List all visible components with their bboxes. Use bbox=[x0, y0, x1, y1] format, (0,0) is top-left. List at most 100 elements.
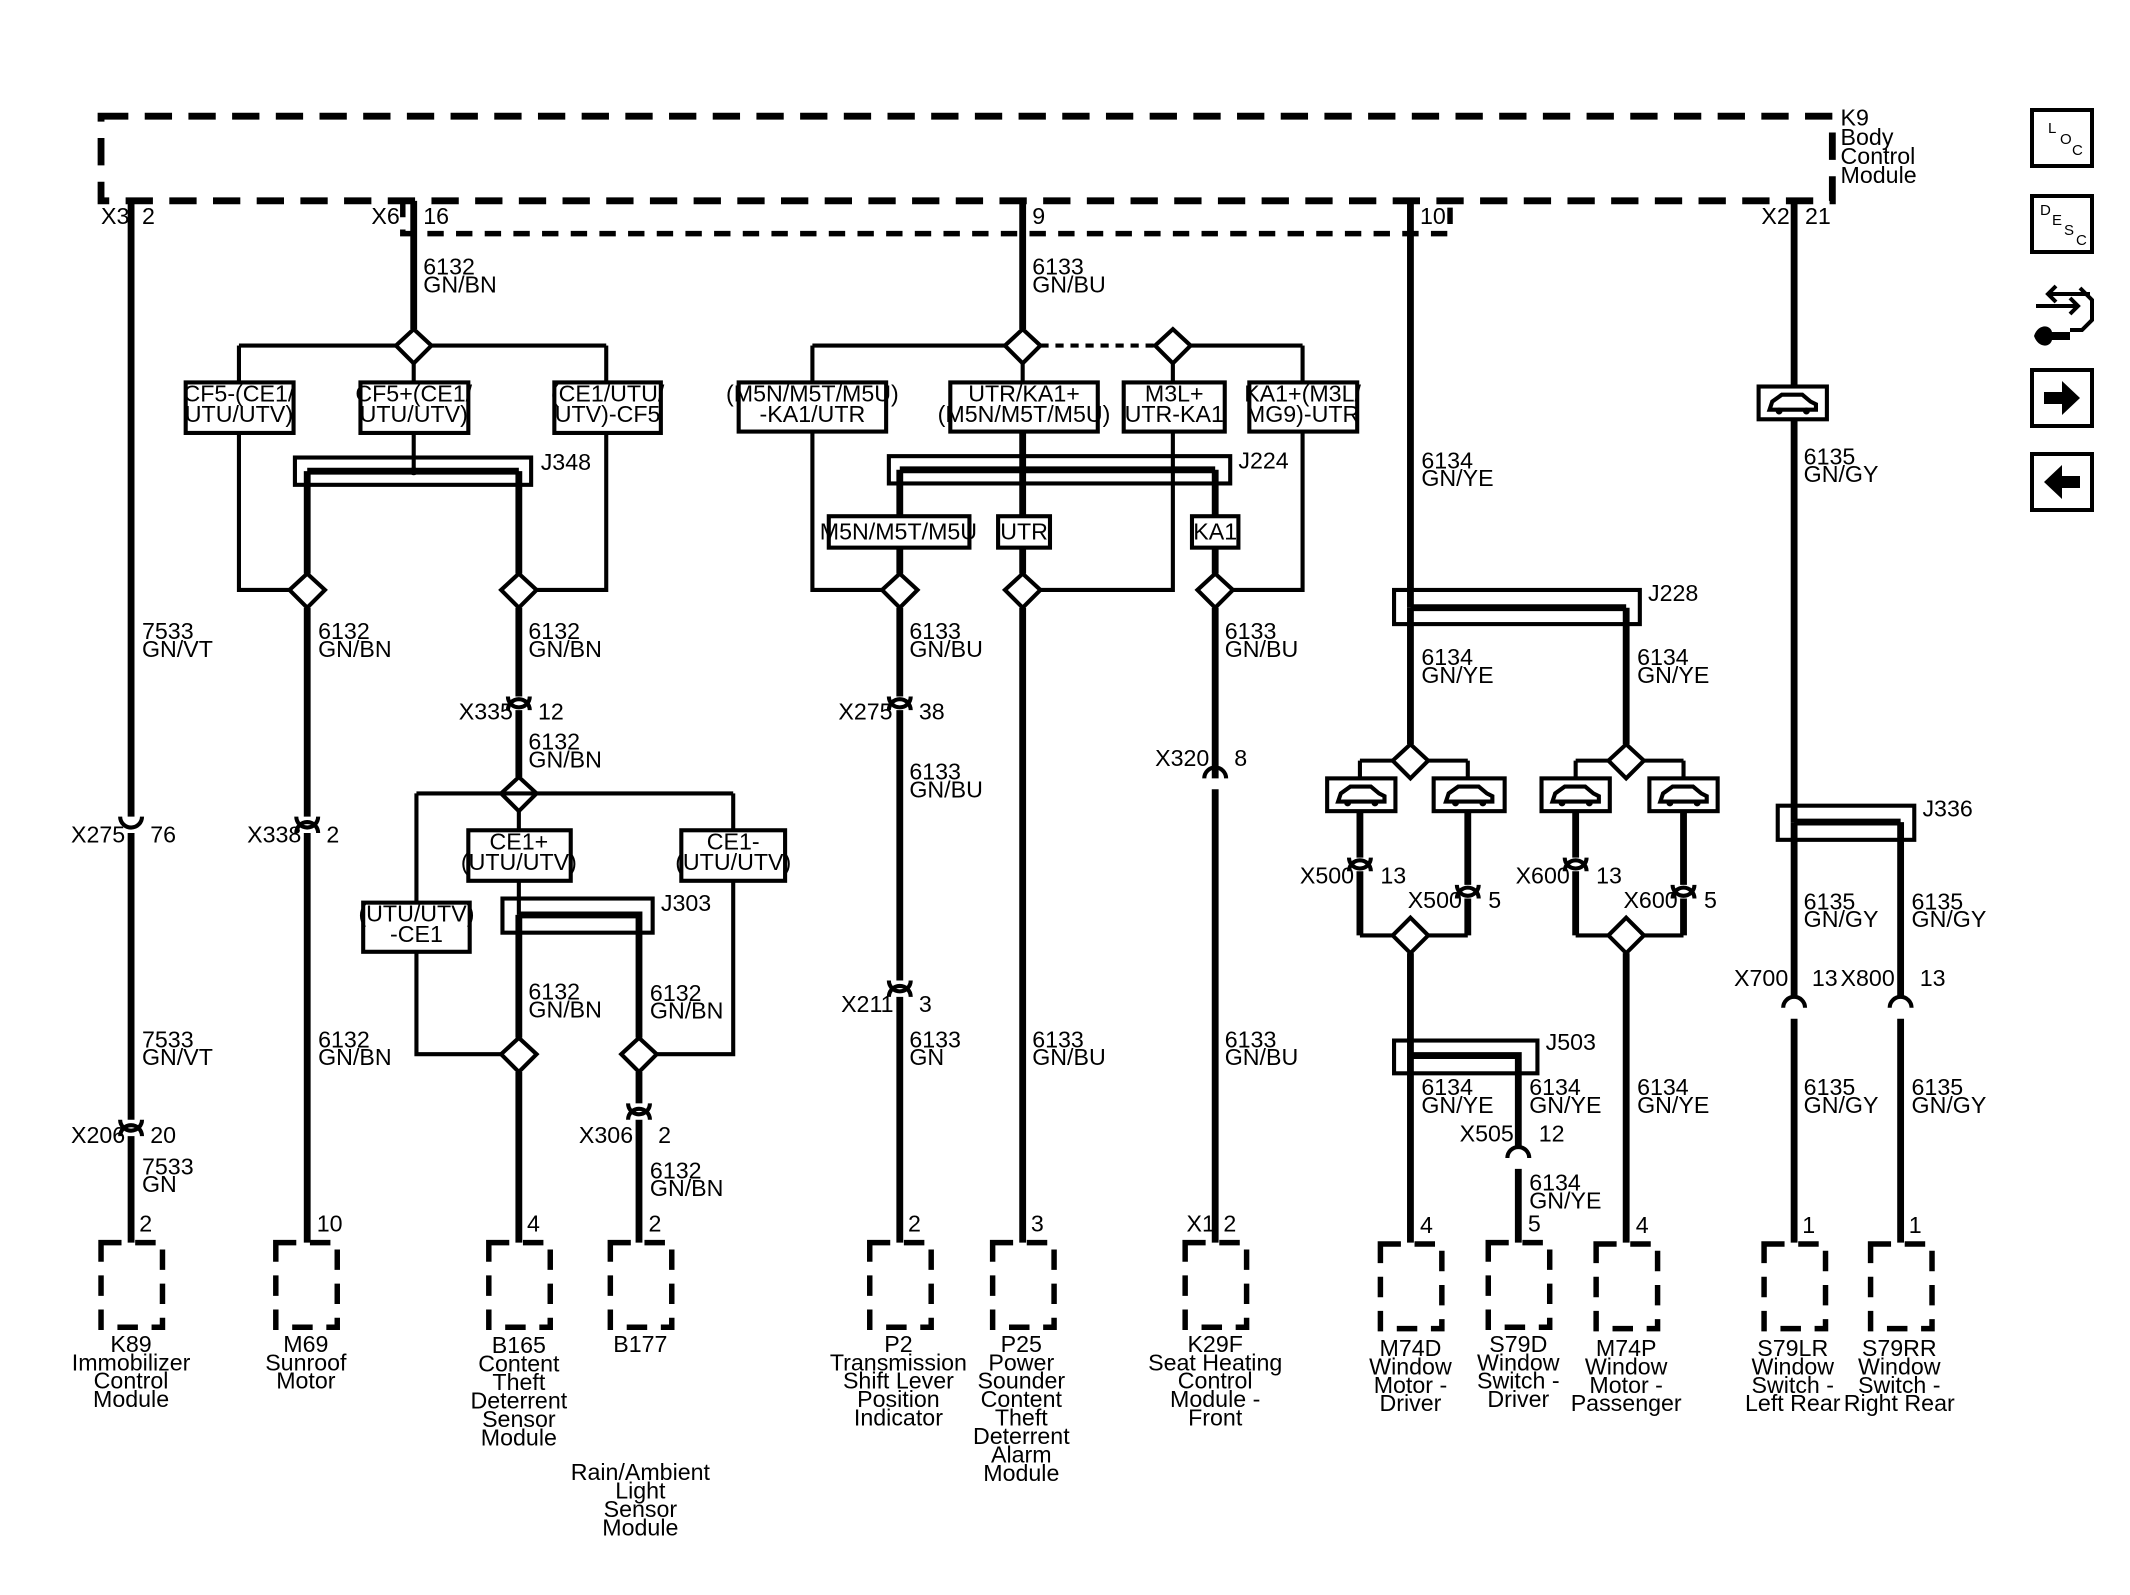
component-description: Passenger bbox=[1571, 1390, 1682, 1416]
component-description: Light bbox=[615, 1478, 666, 1504]
wire-color: GN/BU bbox=[909, 776, 982, 802]
component-description: Motor - bbox=[1374, 1372, 1447, 1398]
wire-color: GN/VT bbox=[142, 1044, 213, 1070]
component-description: Deterrent bbox=[973, 1423, 1070, 1449]
component-box-s79lr bbox=[1761, 1241, 1829, 1332]
component-id: B177 bbox=[613, 1331, 667, 1357]
wire-color: GN/BN bbox=[528, 636, 601, 662]
pin-label: 20 bbox=[150, 1122, 176, 1148]
component-description: Motor bbox=[276, 1368, 336, 1394]
option-text: M5N/M5T/M5U bbox=[820, 518, 977, 544]
wire-id: 6132 bbox=[650, 1157, 702, 1183]
wire-color: GN/YE bbox=[1421, 662, 1493, 688]
wire-color: GN/BU bbox=[1225, 636, 1298, 662]
option-text: UTV)-CF5 bbox=[555, 401, 661, 427]
splice-diamond bbox=[498, 1035, 540, 1075]
component-id: S79D bbox=[1489, 1331, 1547, 1357]
component-description: Module bbox=[481, 1424, 557, 1450]
component-description: Motor - bbox=[1589, 1372, 1662, 1398]
component-id: P2 bbox=[884, 1331, 912, 1357]
option-text: -CE1 bbox=[390, 921, 443, 947]
location-button[interactable]: L O C bbox=[2030, 108, 2094, 168]
component-id: B165 bbox=[492, 1332, 546, 1358]
splice-diamond bbox=[1001, 326, 1044, 367]
loc-letter: C bbox=[2072, 142, 2083, 159]
component-description: Position bbox=[857, 1386, 940, 1412]
pin-label: 3 bbox=[1031, 1211, 1044, 1237]
pin-label: 8 bbox=[1234, 745, 1247, 771]
component-description: Driver bbox=[1487, 1386, 1549, 1412]
pin-label: 4 bbox=[527, 1211, 540, 1237]
component-description: Theft bbox=[995, 1405, 1048, 1431]
component-description: Shift Lever bbox=[843, 1368, 954, 1394]
pin-label: 5 bbox=[1528, 1211, 1541, 1237]
description-button[interactable]: D E S C bbox=[2030, 194, 2094, 254]
wire-color: GN/BN bbox=[318, 636, 391, 662]
connector-label: X306 bbox=[579, 1122, 633, 1148]
pin-label: 2 bbox=[326, 822, 339, 848]
wire-color: GN/BN bbox=[423, 271, 496, 297]
wire-color: GN/BN bbox=[528, 996, 601, 1022]
wire-id: 6135 bbox=[1912, 1074, 1964, 1100]
splice-pack-j303 bbox=[500, 896, 655, 935]
k9-module-name: K9 bbox=[1841, 105, 1869, 131]
k9-internal-link bbox=[400, 200, 1453, 237]
wire-color: GN/BU bbox=[909, 636, 982, 662]
wire-id: 6134 bbox=[1421, 644, 1473, 670]
splice-pack-j224 bbox=[886, 454, 1233, 486]
wire-color: GN/BU bbox=[1225, 1044, 1298, 1070]
component-box-k89 bbox=[98, 1239, 166, 1331]
pin-label: 13 bbox=[1920, 965, 1946, 991]
pin-label: 12 bbox=[538, 699, 564, 725]
splice-diamond bbox=[498, 570, 540, 611]
connector-label: X505 bbox=[1460, 1121, 1514, 1147]
splice-pack-label: J348 bbox=[541, 449, 591, 475]
component-description: Module - bbox=[1170, 1386, 1260, 1412]
component-description: Module bbox=[602, 1514, 678, 1540]
pin-label: 3 bbox=[919, 991, 932, 1017]
component-box-m74d bbox=[1377, 1241, 1445, 1332]
component-description: Immobilizer bbox=[72, 1349, 191, 1375]
component-id: M69 bbox=[283, 1331, 328, 1357]
wire-id: 6133 bbox=[1225, 618, 1277, 644]
connector-label: X1 bbox=[1187, 1211, 1215, 1237]
wire-color: GN/GY bbox=[1804, 906, 1879, 932]
wire-id: 6132 bbox=[528, 729, 580, 755]
pin-label: 13 bbox=[1380, 863, 1406, 889]
previous-page-button[interactable] bbox=[2030, 452, 2094, 512]
wire-id: 6133 bbox=[1225, 1026, 1277, 1052]
splice-diamond bbox=[1194, 570, 1236, 611]
connector-label: X211 bbox=[841, 991, 893, 1017]
wire-color: GN/BU bbox=[1032, 271, 1105, 297]
option-text: -KA1/UTR bbox=[760, 401, 866, 427]
component-box-m69 bbox=[273, 1239, 340, 1331]
option-box-utu-ce1 bbox=[361, 900, 472, 954]
pin-label: 1 bbox=[1802, 1212, 1815, 1238]
wire-id: 6133 bbox=[1032, 1026, 1084, 1052]
vehicle-option-icon bbox=[1325, 776, 1398, 814]
component-description: Control bbox=[1178, 1368, 1253, 1394]
connector-end-view-icon[interactable] bbox=[2030, 278, 2096, 350]
option-text: (M5N/M5T/M5U) bbox=[938, 401, 1111, 427]
wire-id: 6135 bbox=[1804, 888, 1856, 914]
pin-2-label: 2 bbox=[142, 203, 155, 229]
pin-label: 5 bbox=[1488, 887, 1501, 913]
wire-color: GN/YE bbox=[1421, 465, 1493, 491]
connector-label: X320 bbox=[1155, 745, 1209, 771]
component-description: Front bbox=[1188, 1405, 1243, 1431]
splice-pack-label: J503 bbox=[1546, 1029, 1596, 1055]
component-box-b165 bbox=[486, 1239, 553, 1331]
option-text: CF5+(CE1/ bbox=[355, 381, 472, 407]
splice-diamond bbox=[618, 1035, 660, 1075]
splice-pack-j228 bbox=[1392, 587, 1642, 627]
connector-label: X338 bbox=[247, 822, 301, 848]
component-id: K29F bbox=[1187, 1331, 1242, 1357]
splice-pack-label: J224 bbox=[1238, 447, 1288, 473]
wire-id: 6132 bbox=[528, 618, 580, 644]
next-page-button[interactable] bbox=[2030, 368, 2094, 428]
component-description: Module bbox=[983, 1460, 1059, 1486]
pin-16-label: 16 bbox=[423, 203, 449, 229]
pin-label: 38 bbox=[919, 699, 945, 725]
component-description: Window bbox=[1369, 1353, 1452, 1379]
vehicle-option-icon bbox=[1431, 776, 1507, 814]
